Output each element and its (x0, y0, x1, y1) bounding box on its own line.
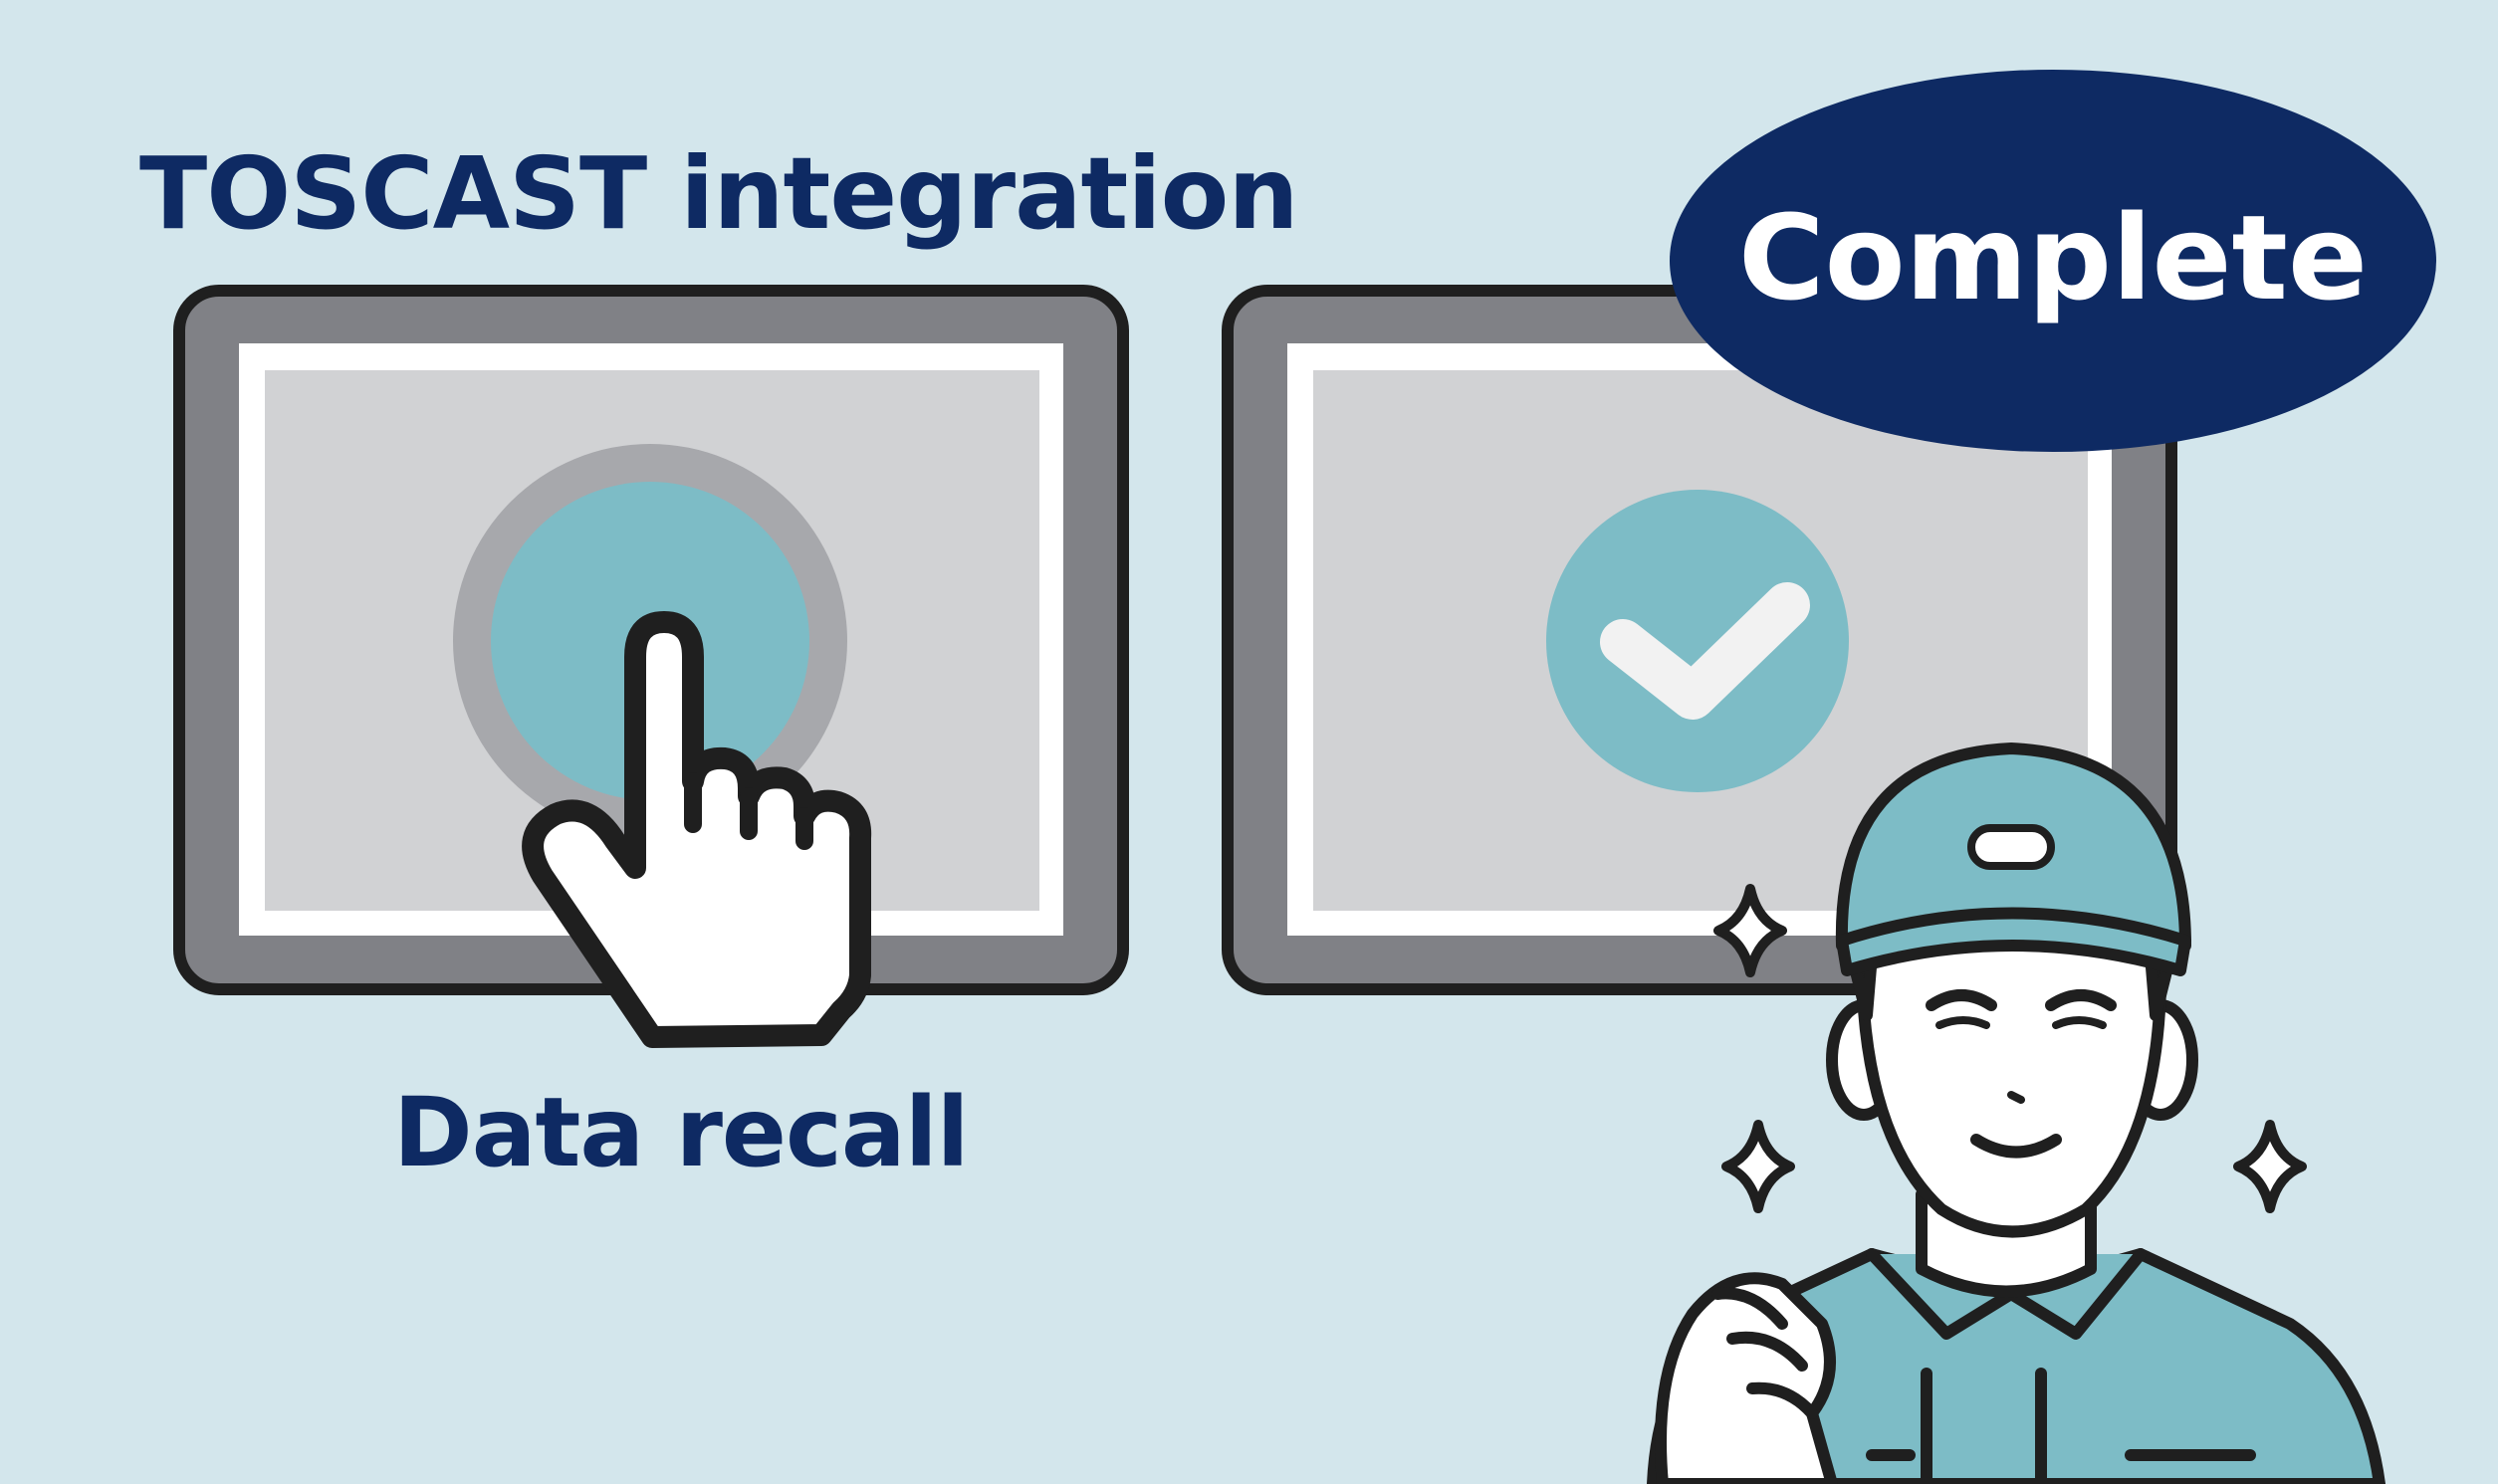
smiling-worker-icon (1647, 742, 2385, 1484)
sparkle-icon (1713, 884, 2307, 1213)
tap-hand-icon (522, 611, 872, 1048)
complete-badge (1670, 70, 2436, 452)
page-title: TOSCAST integration (139, 135, 1299, 252)
complete-badge-label: Complete (1737, 189, 2368, 326)
checkmark-icon (1546, 490, 1849, 792)
data-recall-caption: Data recall (393, 1077, 970, 1188)
